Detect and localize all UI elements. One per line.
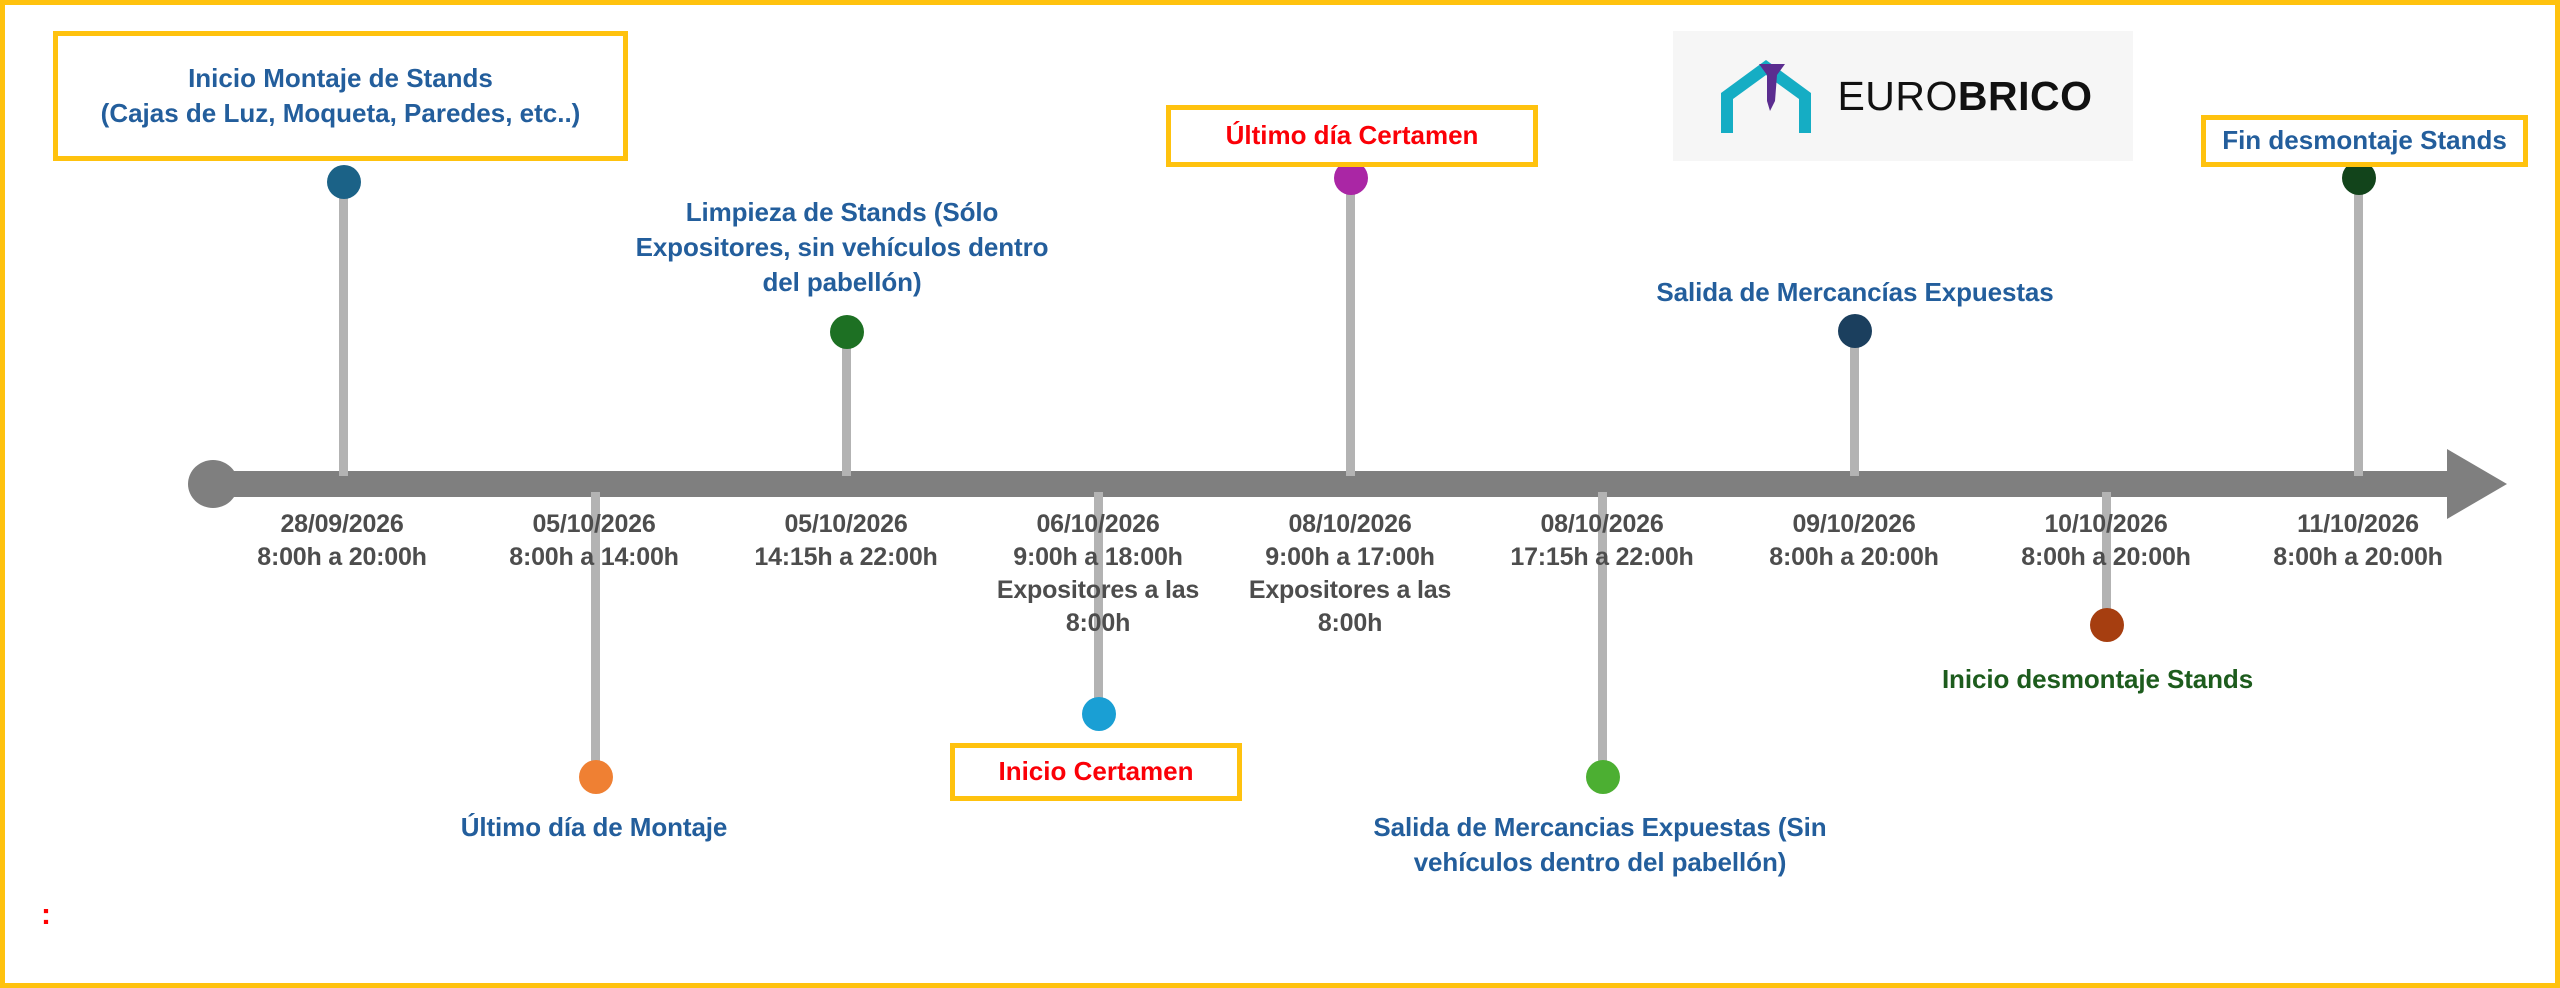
logo-text-bold: BRICO — [1957, 72, 2093, 119]
tick-label-8: 11/10/2026 8:00h a 20:00h — [2253, 508, 2463, 574]
event-limpieza-stands-line1: Limpieza de Stands — [685, 197, 927, 227]
tick-label-6: 09/10/2026 8:00h a 20:00h — [1749, 508, 1959, 574]
dot-salida-sin-vehiculos — [1586, 760, 1620, 794]
timeline-arrow-icon — [2447, 449, 2507, 519]
tick-label-3: 06/10/2026 9:00h a 18:00h Expositores a … — [993, 508, 1203, 640]
tick-extra-4: Expositores a las 8:00h — [1248, 576, 1452, 637]
tick-hours-7: 8:00h a 20:00h — [2021, 543, 2191, 571]
event-inicio-certamen: Inicio Certamen — [950, 743, 1242, 801]
eurobrico-logo: EUROBRICO — [1673, 31, 2133, 161]
event-ultimo-dia-certamen-line1: Último día Certamen — [1225, 120, 1479, 151]
stem-salida-mercancias — [1850, 330, 1859, 476]
tick-hours-3: 9:00h a 18:00h — [1013, 543, 1183, 571]
event-ultimo-dia-montaje-line1: Último día de Montaje — [460, 812, 728, 842]
tick-date-1: 05/10/2026 — [532, 510, 656, 538]
stem-salida-sin-vehiculos — [1598, 492, 1607, 775]
dot-limpieza-stands — [830, 315, 864, 349]
tick-hours-0: 8:00h a 20:00h — [257, 543, 427, 571]
event-inicio-montaje: Inicio Montaje de Stands (Cajas de Luz, … — [53, 31, 628, 161]
event-ultimo-dia-certamen: Último día Certamen — [1166, 105, 1538, 167]
stem-inicio-certamen — [1094, 492, 1103, 713]
event-salida-sin-vehiculos-line1: Salida de Mercancias Expuestas — [1373, 812, 1771, 842]
event-inicio-montaje-line1: Inicio Montaje de Stands — [188, 62, 493, 93]
tick-label-5: 08/10/2026 17:15h a 22:00h — [1497, 508, 1707, 574]
event-limpieza-stands: Limpieza de Stands (Sólo Expositores, si… — [622, 195, 1062, 300]
event-fin-desmontaje: Fin desmontaje Stands — [2201, 115, 2528, 167]
dot-inicio-desmontaje — [2090, 608, 2124, 642]
tick-date-3: 06/10/2026 — [1036, 510, 1160, 538]
tick-label-0: 28/09/2026 8:00h a 20:00h — [237, 508, 447, 574]
event-ultimo-dia-montaje: Último día de Montaje — [369, 810, 819, 845]
tick-hours-6: 8:00h a 20:00h — [1769, 543, 1939, 571]
tick-extra-3: Expositores a las 8:00h — [996, 576, 1200, 637]
event-inicio-montaje-line2: (Cajas de Luz, Moqueta, Paredes, etc..) — [100, 98, 581, 128]
tick-date-8: 11/10/2026 — [2297, 510, 2419, 538]
tick-hours-8: 8:00h a 20:00h — [2273, 543, 2443, 571]
event-inicio-desmontaje: Inicio desmontaje Stands — [1895, 662, 2300, 697]
house-screw-icon — [1721, 60, 1812, 133]
event-salida-sin-vehiculos: Salida de Mercancias Expuestas (Sin vehí… — [1350, 810, 1850, 880]
tick-date-7: 10/10/2026 — [2044, 510, 2168, 538]
tick-hours-2: 14:15h a 22:00h — [754, 543, 938, 571]
stem-inicio-desmontaje — [2102, 492, 2111, 625]
tick-label-4: 08/10/2026 9:00h a 17:00h Expositores a … — [1245, 508, 1455, 640]
tick-label-1: 05/10/2026 8:00h a 14:00h — [489, 508, 699, 574]
tick-date-2: 05/10/2026 — [784, 510, 908, 538]
event-salida-mercancias-line1: Salida de Mercancías Expuestas — [1656, 277, 2054, 307]
tick-hours-5: 17:15h a 22:00h — [1510, 543, 1694, 571]
event-limpieza-stands-line3: dentro del pabellón) — [762, 232, 1049, 298]
event-salida-sin-vehiculos-line2: (Sin vehículos dentro del pabellón) — [1413, 812, 1827, 878]
stem-ultimo-dia-certamen — [1346, 177, 1355, 476]
stem-limpieza-stands — [842, 331, 851, 476]
stem-ultimo-dia-montaje — [591, 492, 600, 779]
logo-text-light: EURO — [1837, 72, 1958, 119]
dot-inicio-montaje — [327, 165, 361, 199]
tick-label-2: 05/10/2026 14:15h a 22:00h — [741, 508, 951, 574]
tick-date-0: 28/09/2026 — [280, 510, 404, 538]
stray-colon-marker: : — [41, 898, 51, 931]
dot-inicio-certamen — [1082, 697, 1116, 731]
eurobrico-wordmark: EUROBRICO — [1837, 73, 2092, 120]
event-limpieza-stands-line2: (Sólo Expositores, sin vehículos — [635, 197, 999, 263]
event-fin-desmontaje-line1: Fin desmontaje Stands — [2222, 125, 2507, 156]
tick-date-4: 08/10/2026 — [1288, 510, 1412, 538]
event-inicio-desmontaje-line1: Inicio desmontaje Stands — [1941, 664, 2254, 694]
tick-date-6: 09/10/2026 — [1792, 510, 1916, 538]
tick-label-7: 10/10/2026 8:00h a 20:00h — [2001, 508, 2211, 574]
dot-ultimo-dia-montaje — [579, 760, 613, 794]
tick-hours-1: 8:00h a 14:00h — [509, 543, 679, 571]
timeline-axis — [210, 471, 2475, 497]
timeline-canvas: EUROBRICO 28/09/2026 8:00h a 20:00h 05/1… — [5, 5, 2555, 983]
dot-salida-mercancias — [1838, 314, 1872, 348]
tick-date-5: 08/10/2026 — [1540, 510, 1664, 538]
stem-fin-desmontaje — [2354, 177, 2363, 476]
stem-inicio-montaje — [339, 181, 348, 476]
event-inicio-certamen-line1: Inicio Certamen — [998, 756, 1194, 787]
event-salida-mercancias: Salida de Mercancías Expuestas — [1630, 275, 2080, 310]
tick-hours-4: 9:00h a 17:00h — [1265, 543, 1435, 571]
